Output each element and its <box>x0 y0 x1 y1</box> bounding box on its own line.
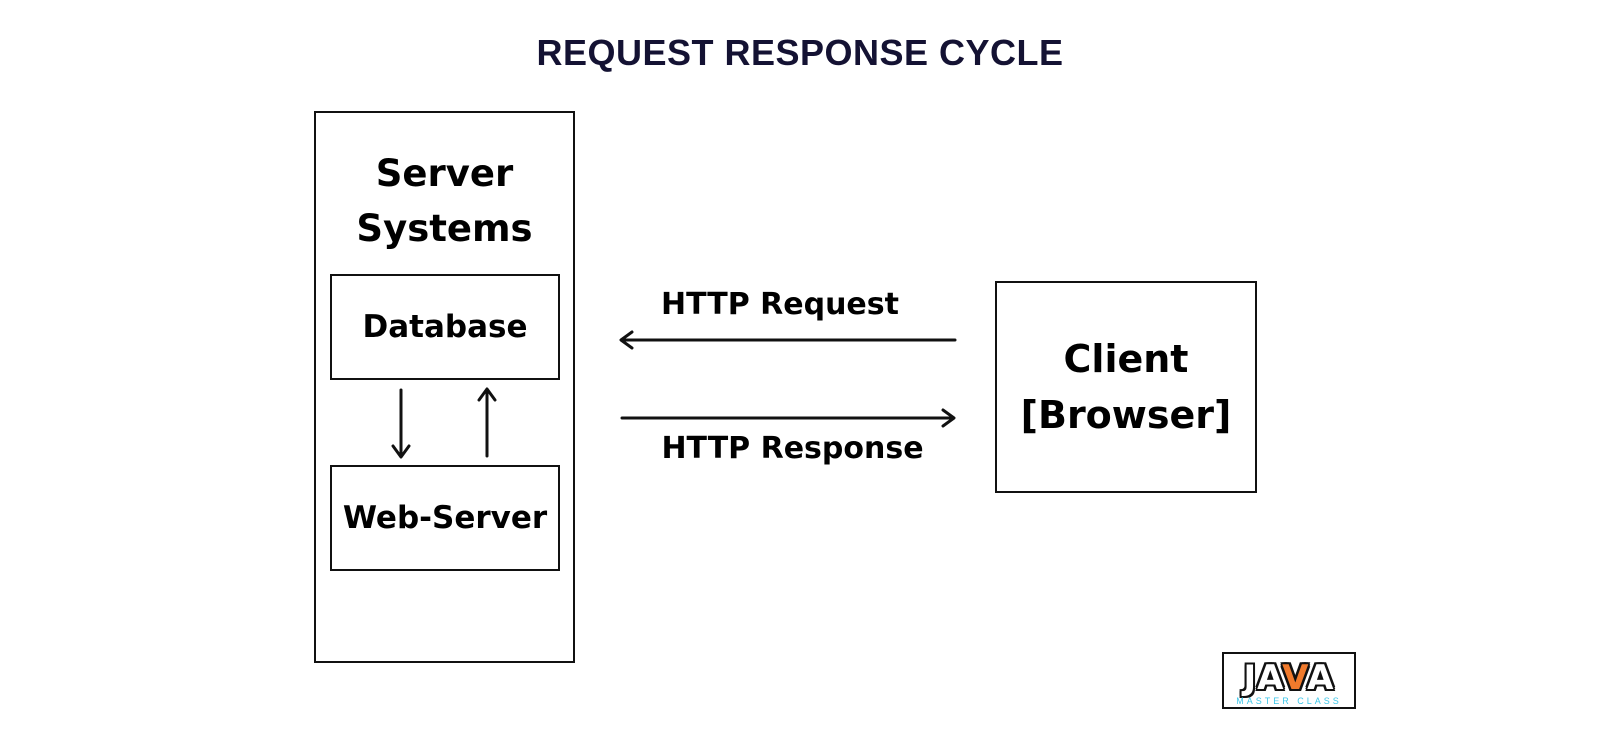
database-node: Database <box>330 274 560 380</box>
web-server-label: Web-Server <box>342 500 548 536</box>
http-response-label: HTTP Response <box>661 431 924 466</box>
client-label: Client [Browser] <box>997 331 1255 443</box>
diagram-title: REQUEST RESPONSE CYCLE <box>536 32 1064 73</box>
logo-word-part2: A <box>1307 658 1335 698</box>
logo-word-accent: V <box>1282 658 1308 698</box>
database-label: Database <box>362 309 528 345</box>
client-label-line2: [Browser] <box>1020 393 1232 437</box>
server-systems-container <box>314 111 575 663</box>
logo-word-part1: JA <box>1243 658 1283 698</box>
logo-subtitle: MASTER CLASS <box>1236 696 1342 706</box>
http-response-arrow <box>620 408 956 428</box>
server-systems-label: Server Systems <box>314 146 575 256</box>
server-systems-label-line2: Systems <box>356 207 533 250</box>
web-server-node: Web-Server <box>330 465 560 571</box>
logo-wordmark: JAVA <box>1224 658 1354 698</box>
http-request-label: HTTP Request <box>661 287 899 322</box>
server-systems-label-line1: Server <box>375 152 514 195</box>
client-node: Client [Browser] <box>995 281 1257 493</box>
http-request-arrow <box>619 330 957 350</box>
client-label-line1: Client <box>1063 337 1189 381</box>
java-masterclass-logo: JAVA MASTER CLASS <box>1222 652 1356 709</box>
